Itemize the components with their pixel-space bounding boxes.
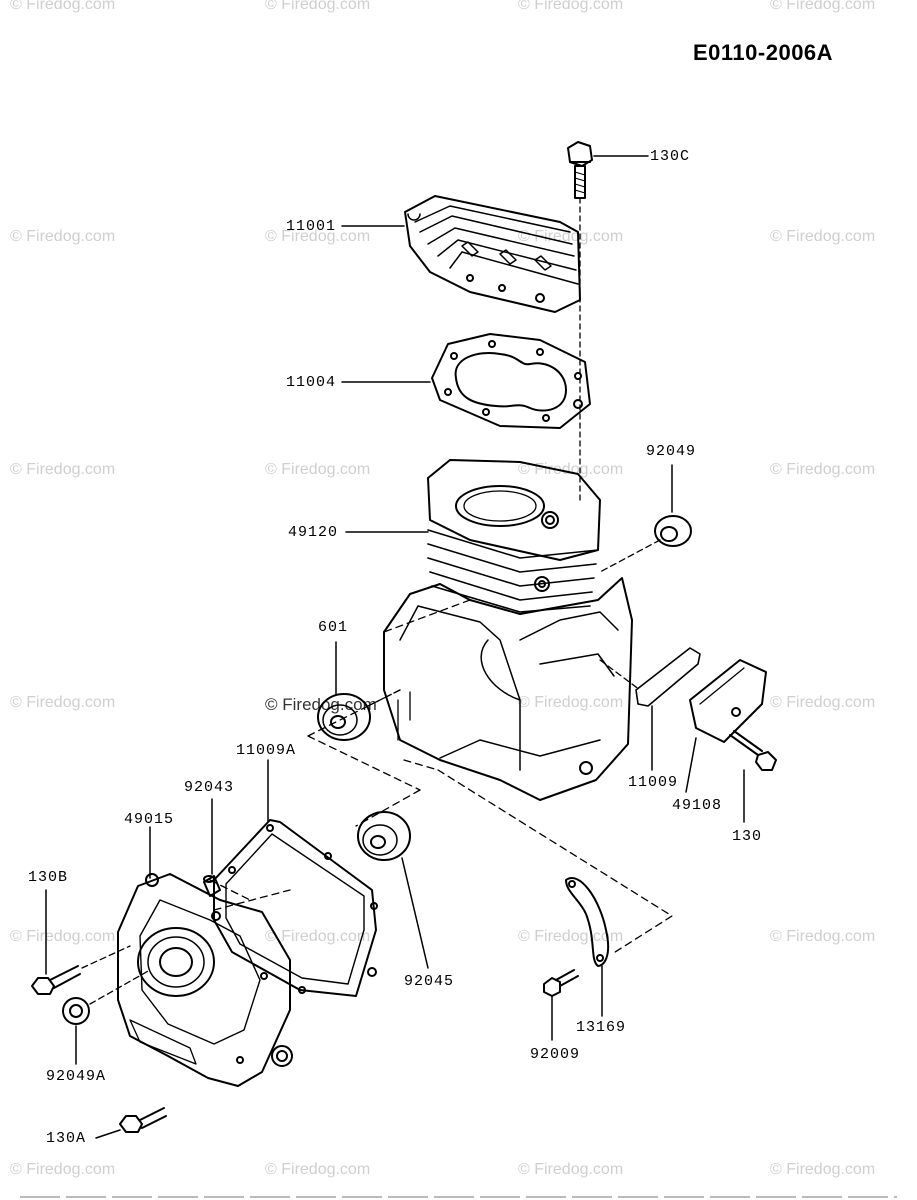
part-label-13169[interactable]: 13169 [576, 1019, 627, 1036]
watermark: © Firedog.com [518, 1161, 624, 1178]
part-label-11001[interactable]: 11001 [286, 218, 337, 235]
part-label-92049[interactable]: 92049 [646, 443, 697, 460]
bearing-92045 [357, 811, 411, 861]
watermark: © Firedog.com [265, 461, 371, 478]
crankcase-cover-49015 [117, 873, 293, 1087]
watermark: © Firedog.com [518, 228, 624, 245]
watermark: © Firedog.com [10, 228, 116, 245]
cylinder-block-49120 [427, 459, 601, 613]
bearing-601 [317, 693, 371, 741]
watermark: © Firedog.com [10, 461, 116, 478]
watermark: © Firedog.com [518, 928, 624, 945]
crankcase [383, 576, 633, 801]
watermark: © Firedog.com [10, 0, 116, 13]
breather-gasket-11009 [635, 647, 701, 707]
part-label-130[interactable]: 130 [732, 828, 763, 845]
part-label-49120[interactable]: 49120 [288, 524, 339, 541]
watermark: © Firedog.com [770, 228, 876, 245]
part-label-49015[interactable]: 49015 [124, 811, 175, 828]
oil-seal-92049a [62, 997, 90, 1025]
breather-cover-49108 [689, 659, 767, 743]
watermark: © Firedog.com [518, 461, 624, 478]
watermark: © Firedog.com [770, 1161, 876, 1178]
watermark: © Firedog.com [265, 1161, 371, 1178]
watermark: © Firedog.com [265, 0, 371, 13]
bolt-92009 [543, 969, 579, 997]
watermark: © Firedog.com [770, 461, 876, 478]
watermark: © Firedog.com [518, 0, 624, 13]
bolt-130 [729, 730, 777, 771]
dowel-pin-92043 [203, 875, 221, 897]
diagram-code: E0110-2006A [693, 40, 834, 65]
bolt-130a [119, 1107, 167, 1133]
part-label-130a[interactable]: 130A [46, 1130, 87, 1147]
watermark: © Firedog.com [770, 694, 876, 711]
watermark: © Firedog.com [10, 1161, 116, 1178]
part-label-11004[interactable]: 11004 [286, 374, 337, 391]
part-label-92009[interactable]: 92009 [530, 1046, 581, 1063]
watermark-inline: © Firedog.com [265, 695, 377, 714]
part-label-601[interactable]: 601 [318, 619, 349, 636]
part-label-11009[interactable]: 11009 [628, 774, 679, 791]
bolt-130c [567, 141, 593, 199]
part-label-92049a[interactable]: 92049A [46, 1068, 107, 1085]
governor-plate-13169 [565, 877, 610, 967]
part-label-49108[interactable]: 49108 [672, 797, 723, 814]
cylinder-head-11001 [404, 195, 581, 313]
head-gasket-11004 [431, 333, 591, 429]
bottom-divider [20, 1196, 897, 1198]
part-label-130b[interactable]: 130B [28, 869, 69, 886]
watermark: © Firedog.com [10, 694, 116, 711]
watermark: © Firedog.com [770, 0, 876, 13]
part-label-92045[interactable]: 92045 [404, 973, 455, 990]
watermark: © Firedog.com [518, 694, 624, 711]
watermark: © Firedog.com [10, 928, 116, 945]
part-label-130c[interactable]: 130C [650, 148, 691, 165]
part-label-11009a[interactable]: 11009A [236, 742, 297, 759]
oil-seal-92049 [654, 515, 692, 547]
watermark: © Firedog.com [265, 928, 371, 945]
bolt-130b [31, 965, 81, 995]
part-label-92043[interactable]: 92043 [184, 779, 235, 796]
watermark: © Firedog.com [265, 228, 371, 245]
crankcase-gasket-11009a [213, 819, 378, 997]
watermark: © Firedog.com [770, 928, 876, 945]
